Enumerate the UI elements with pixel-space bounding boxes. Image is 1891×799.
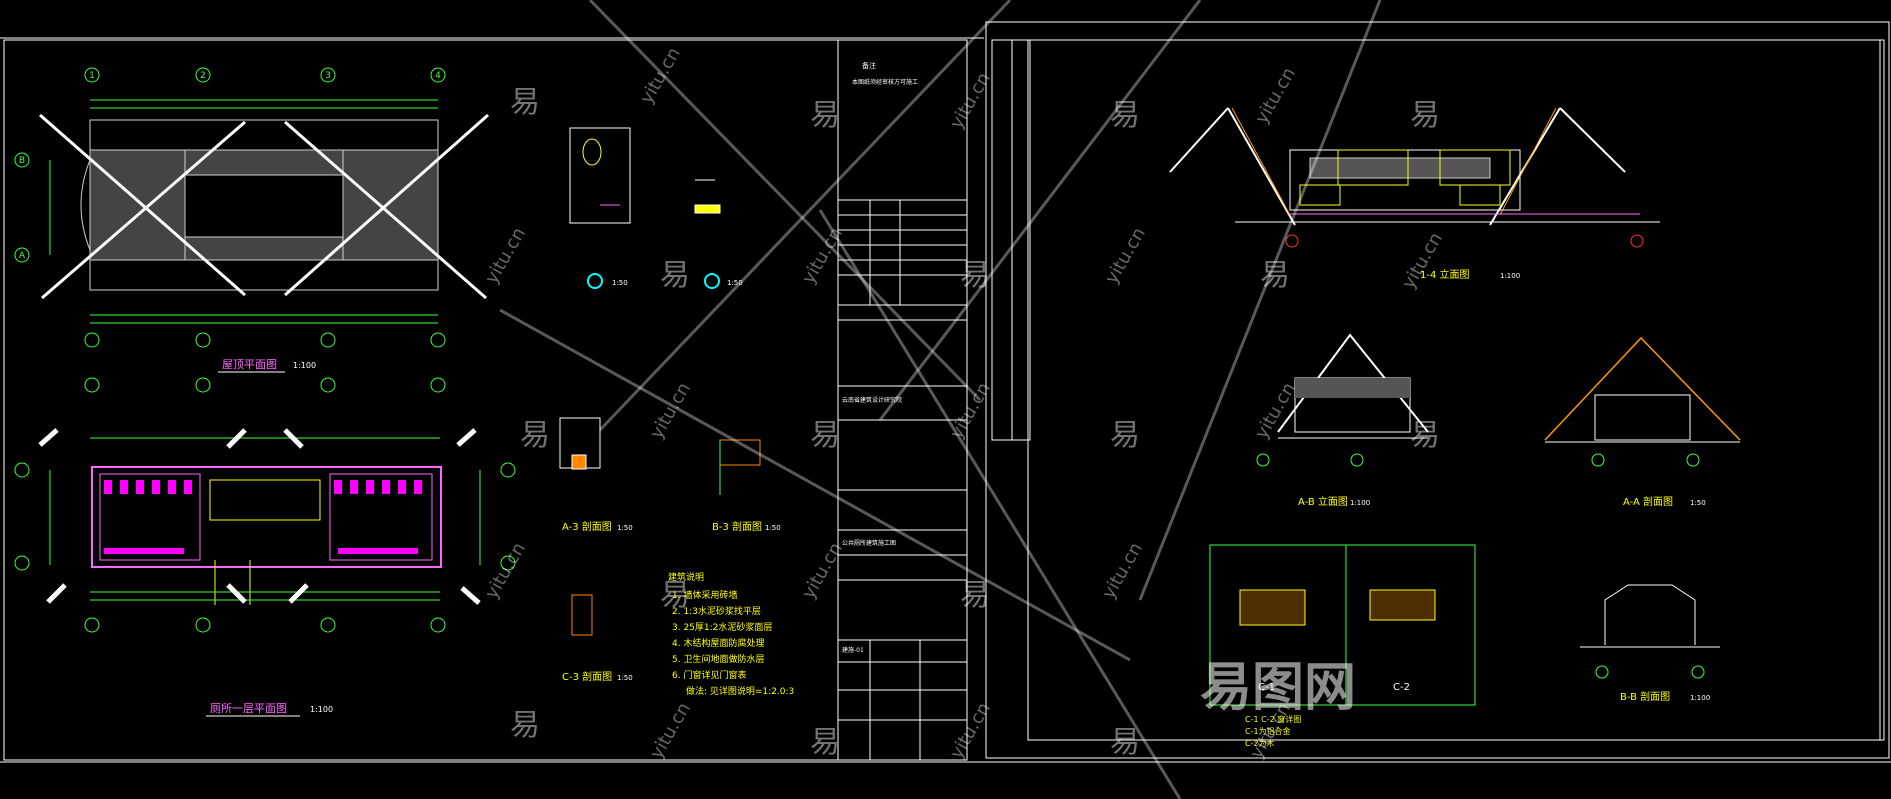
section-a-title: A-3 剖面图 (562, 520, 612, 533)
main-elevation (1169, 107, 1660, 226)
elevation-main-title: 1-4 立面图 (1420, 268, 1470, 281)
notes-line: 4. 木结构屋面防腐处理 (672, 637, 764, 649)
section-bb (1580, 584, 1720, 648)
floor-plan-scale: 1:100 (310, 705, 333, 714)
roof-plan-scale: 1:100 (293, 361, 316, 370)
detail-2-scale: 1:50 (727, 279, 743, 287)
section-aa (1544, 336, 1741, 443)
toilet-stalls (104, 480, 422, 554)
watermark-glyph: 易 (510, 708, 540, 743)
watermark-url: yitu.cn (1398, 229, 1447, 292)
window-note: C-1 C-2 窗详图 (1245, 714, 1301, 724)
side-elevation (1277, 333, 1429, 439)
floor-plan-title: 厕所一层平面图 (210, 702, 287, 715)
watermark-glyph: 易 (660, 258, 690, 293)
roof-plan-title: 屋顶平面图 (222, 358, 277, 371)
watermark-url: yitu.cn (1251, 64, 1300, 127)
axis-label: 2 (200, 71, 206, 81)
watermark-url: yitu.cn (1101, 224, 1150, 287)
watermark-url: yitu.cn (646, 379, 695, 442)
detail-markers (587, 273, 720, 289)
right-sheet-frame (991, 39, 1885, 741)
watermark-glyph: 易 (660, 578, 690, 613)
watermark-glyph: 易 (1110, 418, 1140, 453)
axis-label: A (19, 251, 26, 261)
section-a-scale: 1:50 (617, 524, 633, 532)
notes-line: 3. 25厚1:2水泥砂浆面层 (672, 621, 772, 633)
section-b-title: B-3 剖面图 (712, 520, 762, 533)
watermark-glyph: 易 (960, 578, 990, 613)
notes-line: 6. 门窗详见门窗表 (672, 669, 746, 681)
notes-line: 5. 卫生间地面做防水层 (672, 653, 764, 665)
section-c-scale: 1:50 (617, 674, 633, 682)
title-block-company: 云南省建筑设计研究院 (842, 396, 902, 404)
window-note: C-1为铝合金 (1245, 726, 1291, 736)
watermark-url: yitu.cn (481, 539, 530, 602)
window-c2-label: C-2 (1393, 682, 1410, 693)
watermark-url: yitu.cn (946, 699, 995, 762)
section-bb-scale: 1:100 (1690, 694, 1710, 702)
watermark-glyph: 易 (810, 418, 840, 453)
window-note: C-2为木 (1245, 738, 1275, 748)
window-details (1209, 544, 1476, 706)
watermark-glyph: 易 (1110, 725, 1140, 760)
watermark-glyph: 易 (520, 418, 550, 453)
cut-markers (38, 428, 481, 605)
section-aa-title: A-A 剖面图 (1623, 495, 1673, 508)
title-block (837, 39, 968, 761)
notes-heading: 建筑说明 (668, 571, 704, 583)
watermark-url: yitu.cn (798, 539, 847, 602)
section-bb-title: B-B 剖面图 (1620, 690, 1670, 703)
axis-label: 4 (435, 71, 441, 81)
watermark-lines (499, 0, 1382, 799)
elevation-main-scale: 1:100 (1500, 272, 1520, 280)
watermark-glyph: 易 (960, 258, 990, 293)
axis-label: B (19, 156, 25, 166)
roof-plan-axes (14, 67, 446, 348)
side-elevation-axes (1256, 453, 1364, 467)
section-bb-axes (1595, 665, 1705, 679)
watermark-glyph: 易 (810, 98, 840, 133)
watermark-url: yitu.cn (946, 379, 995, 442)
watermark-glyph: 易 (1410, 98, 1440, 133)
sheet-frames (0, 21, 1891, 763)
axis-label: 1 (89, 71, 95, 81)
window-c1-label: C-1 (1258, 682, 1275, 693)
details (559, 127, 761, 636)
notes-line: 2. 1:3水泥砂浆找平层 (672, 605, 761, 617)
watermark-url: yitu.cn (481, 224, 530, 287)
watermark-url: yitu.cn (646, 699, 695, 762)
section-aa-scale: 1:50 (1690, 499, 1706, 507)
axis-label: 3 (325, 71, 331, 81)
title-block-header-2: 本图纸须经审核方可施工 (852, 78, 918, 86)
watermark-glyph: 易 (810, 725, 840, 760)
main-elevation-axes (1285, 234, 1644, 248)
floor-plan (49, 437, 481, 605)
watermark-glyph: 易 (1410, 418, 1440, 453)
watermark-glyph: 易 (1110, 98, 1140, 133)
roof-plan-axis-labels: 1 2 3 4 B A (19, 71, 441, 261)
watermark-glyph: 易 (1260, 258, 1290, 293)
watermark-url: yitu.cn (946, 69, 995, 132)
detail-1-scale: 1:50 (612, 279, 628, 287)
notes-line: 做法: 见详图说明=1:2.0:3 (686, 685, 794, 697)
watermark-glyph: 易 (510, 85, 540, 120)
floor-plan-axes (14, 377, 516, 633)
watermark-logo: 易图网 (1200, 658, 1356, 718)
section-b-scale: 1:50 (765, 524, 781, 532)
roof-plan (39, 99, 489, 324)
elevation-side-title: A-B 立面图 (1298, 495, 1348, 508)
section-c-title: C-3 剖面图 (562, 670, 612, 683)
section-aa-axes (1591, 453, 1700, 467)
notes-line: 1. 墙体采用砖墙 (672, 589, 737, 601)
elevation-side-scale: 1:100 (1350, 499, 1370, 507)
watermark-glyphs: 易 易 易 易 易 易 易 易 易 易 易 易 易 易 易 易 (510, 85, 1440, 760)
construction-notes: 建筑说明 1. 墙体采用砖墙 2. 1:3水泥砂浆找平层 3. 25厚1:2水泥… (668, 571, 794, 697)
title-block-project: 公共厕所建筑施工图 (842, 539, 896, 547)
watermark-url: yitu.cn (1098, 539, 1147, 602)
title-block-header-1: 备注 (862, 61, 876, 70)
title-block-drawing-no: 建施-01 (842, 646, 864, 654)
